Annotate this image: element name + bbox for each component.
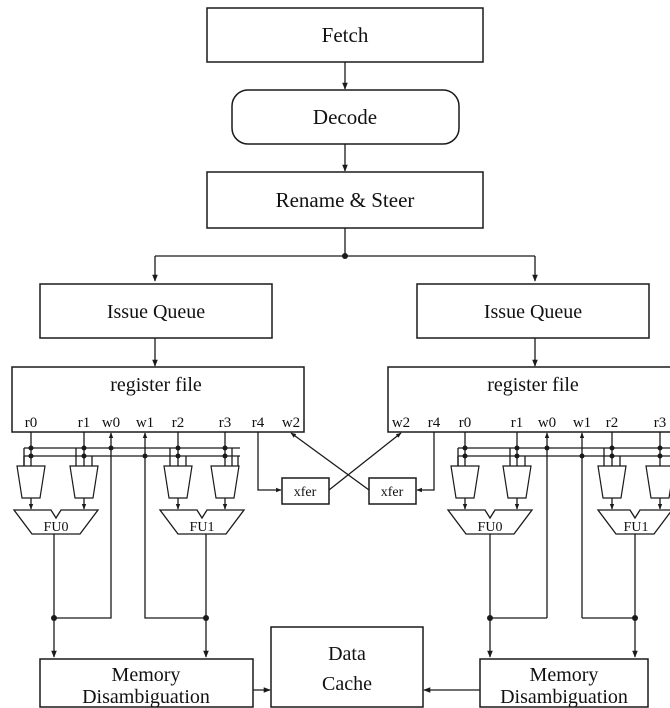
right-memory-label-line1: Memory (530, 664, 599, 686)
port-label: w0 (102, 415, 120, 431)
left-xfer-box (281, 477, 330, 505)
fetch-label: Fetch (322, 23, 369, 47)
right-fu1 (596, 509, 670, 535)
xfer-wires (257, 432, 435, 493)
left-memory-label-line1: Memory (112, 664, 181, 686)
port-label: r4 (428, 415, 441, 431)
port-label: r1 (78, 415, 91, 431)
left-fu1-label: FU1 (190, 520, 215, 535)
left-port-labels: r0 r1 w0 w1 r2 r3 r4 w2 (25, 415, 300, 431)
rename-steer-label: Rename & Steer (276, 188, 415, 212)
right-mux-1 (502, 465, 532, 499)
port-label: w2 (392, 415, 410, 431)
port-label: w1 (573, 415, 591, 431)
right-xfer-box (368, 477, 417, 505)
decode-label: Decode (313, 105, 377, 129)
port-label: r0 (25, 415, 38, 431)
left-register-file-label: register file (110, 374, 202, 396)
right-datapath-wires (457, 432, 670, 658)
port-label: r0 (459, 415, 472, 431)
port-label: r3 (654, 415, 667, 431)
right-port-labels: w2 r4 r0 r1 w0 w1 r2 r3 (392, 415, 666, 431)
data-cache-label-line2: Cache (322, 673, 372, 695)
left-issue-queue-box (39, 283, 273, 339)
right-register-file-box (387, 366, 670, 433)
left-fu0-label: FU0 (44, 520, 69, 535)
left-mux-0 (16, 465, 46, 499)
left-fu1 (158, 509, 246, 535)
port-label: r3 (219, 415, 232, 431)
right-issue-queue-box (416, 283, 650, 339)
left-memory-disambiguation-box-visible (39, 658, 254, 708)
port-label: w0 (538, 415, 556, 431)
right-issue-queue-label: Issue Queue (484, 301, 582, 323)
port-label: w2 (282, 415, 300, 431)
port-label: r2 (172, 415, 185, 431)
right-fu0 (446, 509, 534, 535)
steer-split-wires (152, 228, 538, 282)
right-mux-0 (450, 465, 480, 499)
right-xfer-label: xfer (381, 485, 404, 500)
right-fu1-label: FU1 (624, 520, 649, 535)
left-xfer-label: xfer (294, 485, 317, 500)
port-label: r1 (511, 415, 524, 431)
right-memory-disambiguation-box (479, 658, 649, 708)
data-cache-box (270, 626, 424, 708)
right-mux-2 (597, 465, 627, 499)
left-mux-1 (69, 465, 99, 499)
port-label: r4 (252, 415, 265, 431)
left-mux-3 (210, 465, 240, 499)
port-label: r2 (606, 415, 619, 431)
left-datapath-wires (23, 432, 240, 658)
left-memory-label-line2: Disambiguation (82, 686, 210, 708)
data-cache-label-line1: Data (328, 643, 366, 665)
right-register-file-label: register file (487, 374, 579, 396)
left-register-file-box (11, 366, 305, 433)
fetch-box (206, 7, 484, 63)
right-memory-label-line2: Disambiguation (500, 686, 628, 708)
left-issue-queue-label: Issue Queue (107, 301, 205, 323)
left-mux-2 (163, 465, 193, 499)
right-fu0-label: FU0 (478, 520, 503, 535)
port-label: w1 (136, 415, 154, 431)
left-fu0 (12, 509, 100, 535)
right-mux-3 (645, 465, 670, 499)
